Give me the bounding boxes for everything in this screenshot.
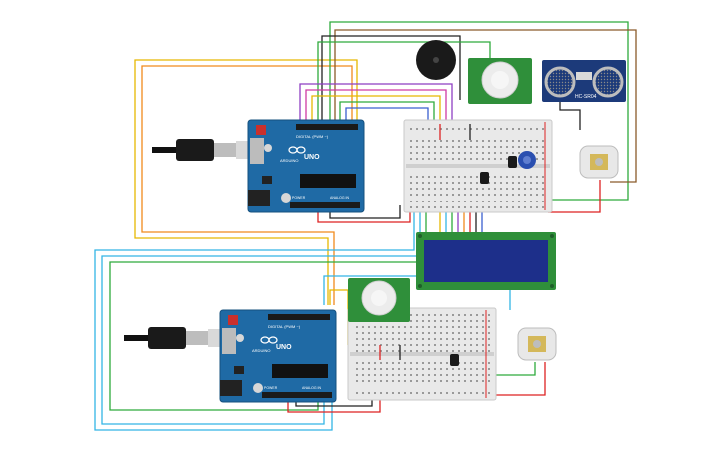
lcd-display [416,232,556,290]
arduino-uno-top: DIGITAL (PWM ~) UNO ARDUINO POWER ANALOG… [247,119,365,213]
dc-motor-bottom [517,327,557,361]
wire-red-motor1 [548,180,601,213]
ultrasonic-label: HC-SR04 [575,94,597,100]
arduino-uno-bottom: DIGITAL (PWM ~) UNO ARDUINO POWER ANALOG… [219,309,337,403]
breadboard-bottom [347,307,497,401]
wire-orange-loop [141,65,353,305]
arduino-bottom-power-label: POWER [264,386,278,390]
usb-cable-top [152,139,250,161]
wire-blue2 [345,107,429,130]
usb-cable-bottom [124,327,222,349]
arduino-top-model: UNO [304,154,320,161]
transistor-top-1 [480,172,489,184]
arduino-top-brand: ARDUINO [280,158,298,163]
dc-motor-top [579,145,619,179]
arduino-top-analog-label: ANALOG IN [330,196,350,200]
wires-background [94,21,637,431]
wire-brown-top [334,29,637,183]
transistor-bottom [450,354,459,366]
transistor-top-2 [508,156,517,168]
wire-black-us [559,100,581,130]
ultrasonic-sensor: HC-SR04 [542,60,626,102]
piezo-buzzer [416,40,456,80]
wire-black-top [321,35,461,130]
wire-yellow-loop [134,59,358,305]
arduino-top-power-label: POWER [292,196,306,200]
arduino-bottom-brand: ARDUINO [252,348,270,353]
infinity-logo-icon [288,146,306,154]
wire-yellow2 [311,95,441,130]
potentiometer [518,151,536,169]
infinity-logo-icon [260,336,278,344]
wire-green2 [339,101,435,130]
wire-purple [299,83,453,130]
pir-sensor-top [468,58,532,104]
wire-black-bot [329,205,401,219]
arduino-bottom-analog-label: ANALOG IN [302,386,322,390]
arduino-bottom-model: UNO [276,344,292,351]
arduino-top-digital-label: DIGITAL (PWM ~) [296,134,329,139]
wire-red-motor2 [480,362,546,396]
wires-foreground [379,124,471,360]
wire-green-top [329,21,629,201]
wire-pink [305,89,447,130]
pir-sensor-bottom [348,278,410,322]
arduino-bottom-digital-label: DIGITAL (PWM ~) [268,324,301,329]
wire-cyan-loop-a [94,205,415,431]
breadboard-top [403,119,553,213]
wire-green-mid [317,41,491,130]
wire-red-bot [317,205,411,223]
